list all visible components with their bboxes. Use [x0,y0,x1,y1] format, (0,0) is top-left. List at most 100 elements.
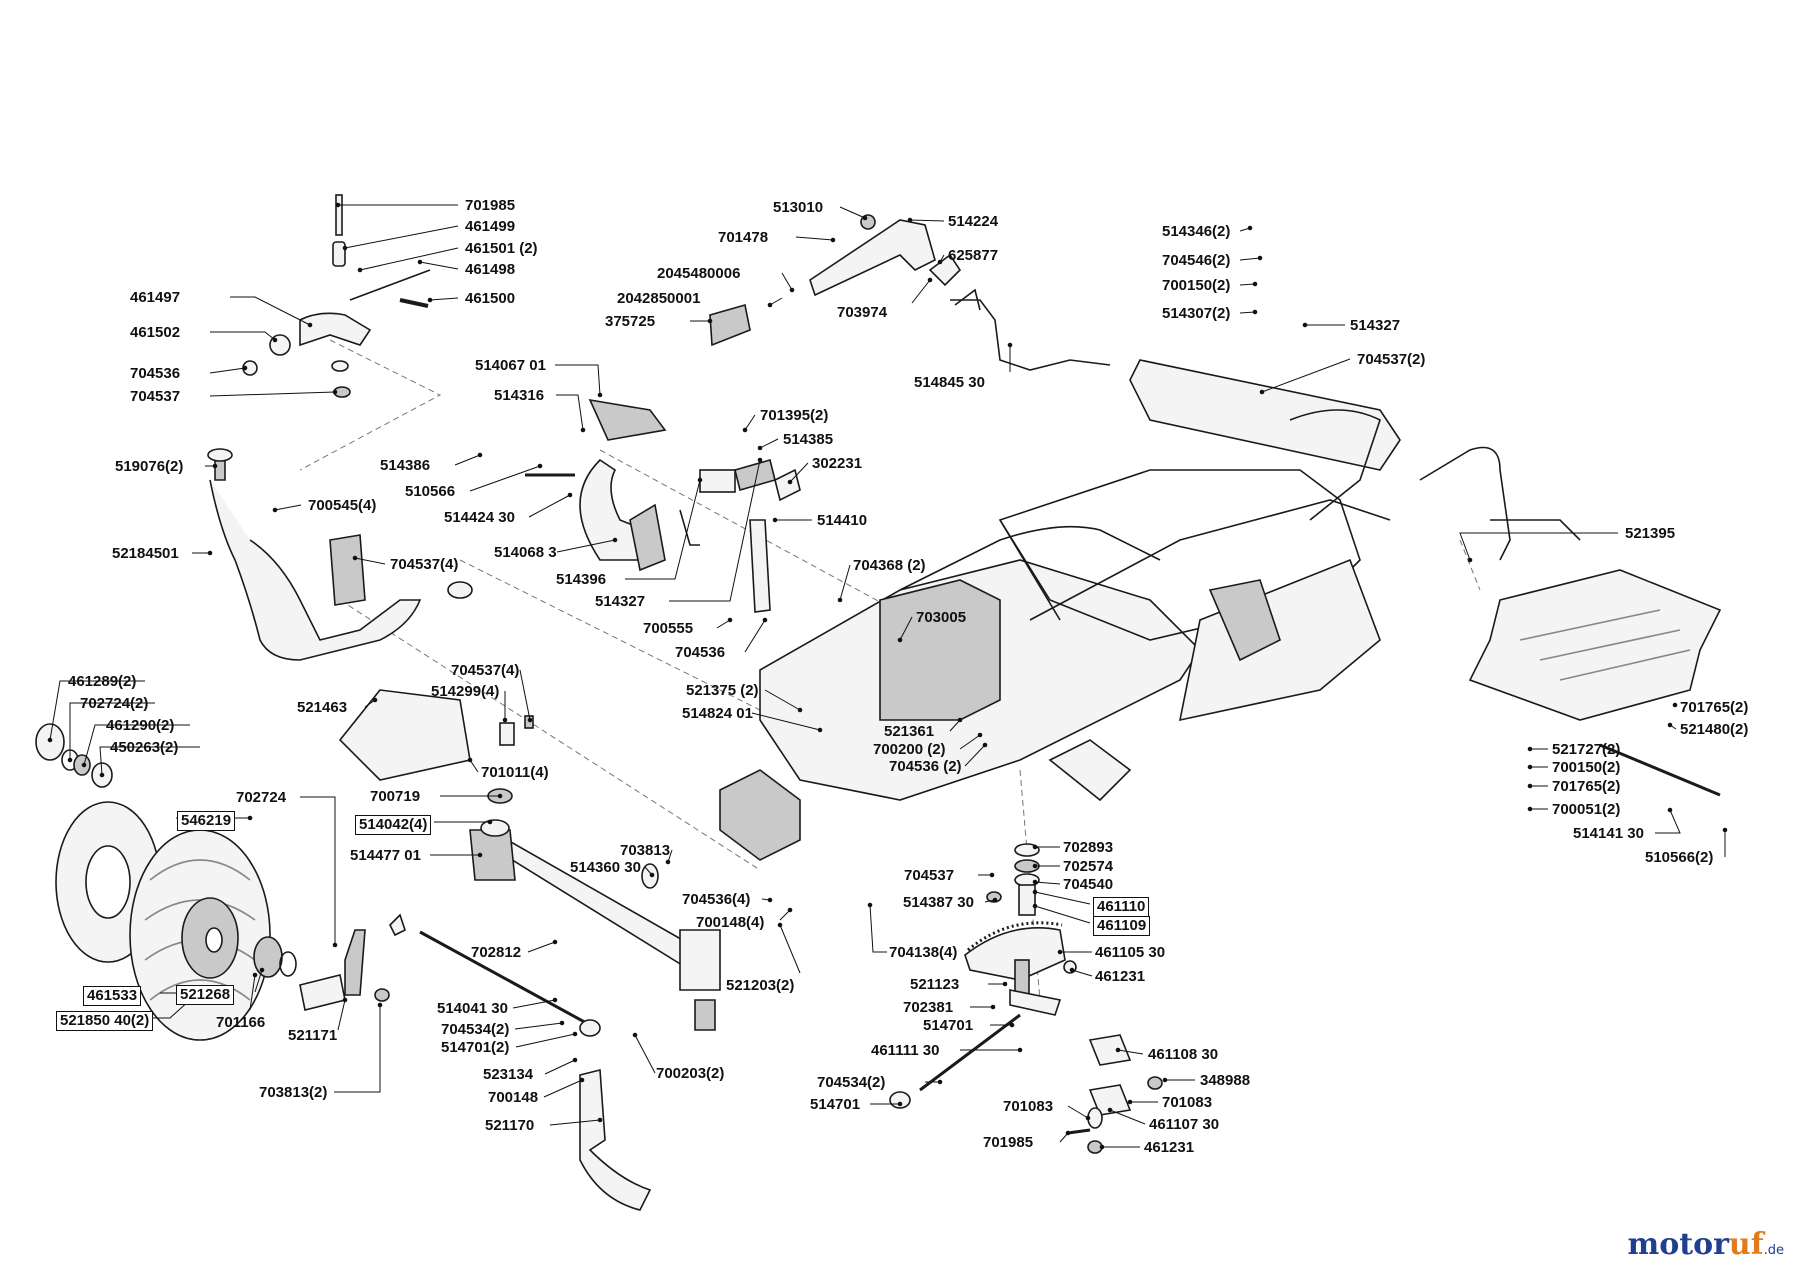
part-number-label: 521268 [176,985,235,1005]
part-number-label: 704368 (2) [853,557,926,574]
part-number-label: 701166 [216,1014,266,1031]
leader-endpoint [597,392,603,398]
leader-line [1239,283,1256,286]
leader-line [1109,1109,1146,1125]
leader-endpoint [867,902,873,908]
leader-line [964,744,986,767]
leader-line [779,924,801,974]
part-number-label: 703974 [837,304,888,321]
part-number-label: 514042(4) [355,815,432,835]
leader-endpoint [357,267,363,273]
part-number-label: 510566 [405,483,456,500]
leader-line [555,364,601,396]
part-number-label: 521375 (2) [686,682,759,699]
leader-endpoint [772,517,778,523]
leader-line [959,734,981,750]
leader-endpoint [982,742,988,748]
leader-endpoint [47,737,53,743]
leader-endpoint [252,972,258,978]
part-number-label: 461533 [83,986,142,1006]
part-number-label: 521123 [910,976,960,993]
part-number-label: 704534(2) [817,1074,886,1091]
leader-line [49,680,145,741]
leader-endpoint [580,427,586,433]
front-axle [469,788,721,1031]
part-number-label: 375725 [605,313,656,330]
leader-line [469,759,479,773]
part-number-label: 514307(2) [1162,305,1231,322]
leader-line [556,539,616,553]
part-number-label: 702812 [471,944,522,961]
leader-endpoint [212,463,218,469]
leader-line [543,1079,583,1098]
leader-endpoint [707,318,713,324]
part-number-label: 510566(2) [1645,849,1714,866]
leader-endpoint [1065,1130,1071,1136]
leader-endpoint [1107,1107,1113,1113]
part-number-label: 514224 [948,213,999,230]
leader-line [249,974,256,1011]
motoruf-watermark: motoruf.de [1627,1227,1784,1262]
part-number-label: 703813(2) [259,1084,328,1101]
part-number-label: 514141 30 [1573,825,1644,842]
leader-endpoint [335,202,341,208]
part-number-label: 514701 [810,1096,861,1113]
leader-line [1655,809,1681,834]
leader-endpoint [1007,342,1013,348]
leader-line [911,279,931,304]
steering-gear-sector [964,843,1077,1016]
part-number-label: 52184501 [112,545,179,562]
leader-endpoint [552,997,558,1003]
part-number-label: 514396 [556,571,607,588]
part-number-label: 702381 [903,999,954,1016]
leader-endpoint [762,617,768,623]
leader-endpoint [767,897,773,903]
leader-endpoint [307,322,313,328]
part-number-label: 546219 [177,811,236,831]
part-number-label: 521727(2) [1552,741,1621,758]
part-number-label: 702574 [1063,858,1114,875]
leader-line [469,465,541,492]
leader-line [769,297,783,306]
leader-endpoint [467,757,473,763]
leader-endpoint [897,637,903,643]
leader-line [909,219,945,222]
part-number-label: 461498 [465,261,516,278]
leader-line [83,724,190,766]
part-number-label: 461497 [130,289,181,306]
front-wheel [35,723,297,1041]
leader-endpoint [632,1032,638,1038]
part-number-label: 704536 (2) [889,758,962,775]
front-bumper [207,448,473,661]
leader-endpoint [99,772,105,778]
part-number-label: 703813 [620,842,671,859]
leader-line [454,454,481,466]
part-number-label: 521463 [297,699,348,716]
part-number-label: 514299(4) [431,683,500,700]
leader-endpoint [342,997,348,1003]
leader-line [1239,257,1261,261]
part-number-label: 521850 40(2) [56,1011,154,1031]
lift-lever-assembly [709,214,1111,371]
part-number-label: 625877 [948,247,999,264]
leader-endpoint [572,1057,578,1063]
leader-endpoint [612,537,618,543]
leader-line [1117,1049,1144,1055]
leader-endpoint [1722,827,1728,833]
part-number-label: 450263(2) [110,739,179,756]
part-number-label: 701395(2) [760,407,829,424]
part-number-label: 521171 [288,1027,338,1044]
part-number-label: 519076(2) [115,458,184,475]
leader-line [744,619,766,653]
leader-line [145,999,191,1019]
part-number-label: 521480(2) [1680,721,1749,738]
leader-endpoint [1667,722,1673,728]
part-number-label: 514845 30 [914,374,985,391]
part-number-label: 704537(4) [451,662,520,679]
leader-line [359,247,459,271]
part-number-label: 461500 [465,290,516,307]
leader-line [519,669,531,721]
part-number-label: 514067 01 [475,357,546,374]
leader-line [210,331,276,341]
